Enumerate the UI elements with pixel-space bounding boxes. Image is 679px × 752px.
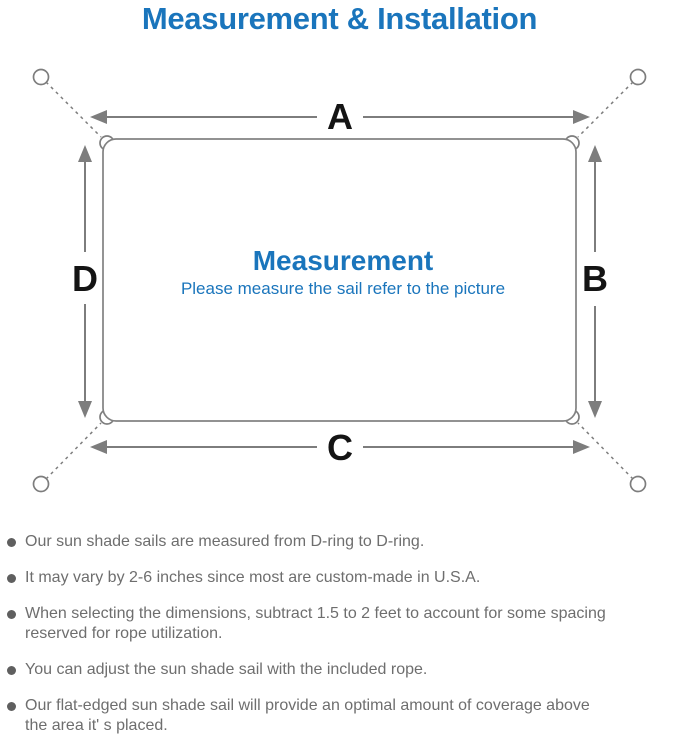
measurement-notes-list: Our sun shade sails are measured from D-… — [0, 532, 679, 752]
dimension-label-d: D — [72, 258, 98, 299]
arrow-c — [90, 440, 590, 454]
sail-rectangle — [102, 138, 577, 422]
arrow-a — [90, 110, 590, 124]
bullet-dot-icon — [7, 538, 16, 547]
note-text: Our sun shade sails are measured from D-… — [25, 533, 425, 550]
measurement-diagram: A B C D Measurement Please measure the s… — [32, 68, 647, 493]
diagram-center-heading: Measurement — [253, 245, 434, 276]
dimension-label-a: A — [327, 96, 353, 137]
bullet-dot-icon — [7, 610, 16, 619]
anchor-point-icons — [32, 68, 647, 493]
bullet-dot-icon — [7, 702, 16, 711]
dimension-label-b: B — [582, 258, 608, 299]
list-item: Our sun shade sails are measured from D-… — [0, 532, 679, 552]
bullet-dot-icon — [7, 574, 16, 583]
arrow-b — [588, 145, 602, 418]
page-title: Measurement & Installation — [141, 1, 538, 36]
bullet-dot-icon — [7, 666, 16, 675]
tether-dashed-lines — [45, 81, 634, 480]
note-text: Our flat-edged sun shade sail will provi… — [25, 697, 590, 734]
note-text: When selecting the dimensions, subtract … — [25, 605, 606, 642]
dimension-label-c: C — [327, 427, 353, 468]
note-text: It may vary by 2-6 inches since most are… — [25, 569, 481, 586]
list-item: You can adjust the sun shade sail with t… — [0, 660, 679, 680]
note-text: You can adjust the sun shade sail with t… — [25, 661, 428, 678]
arrow-d — [78, 145, 92, 418]
list-item: It may vary by 2-6 inches since most are… — [0, 568, 679, 588]
list-item: Our flat-edged sun shade sail will provi… — [0, 696, 679, 736]
list-item: When selecting the dimensions, subtract … — [0, 604, 679, 644]
diagram-center-caption: Please measure the sail refer to the pic… — [181, 279, 505, 298]
